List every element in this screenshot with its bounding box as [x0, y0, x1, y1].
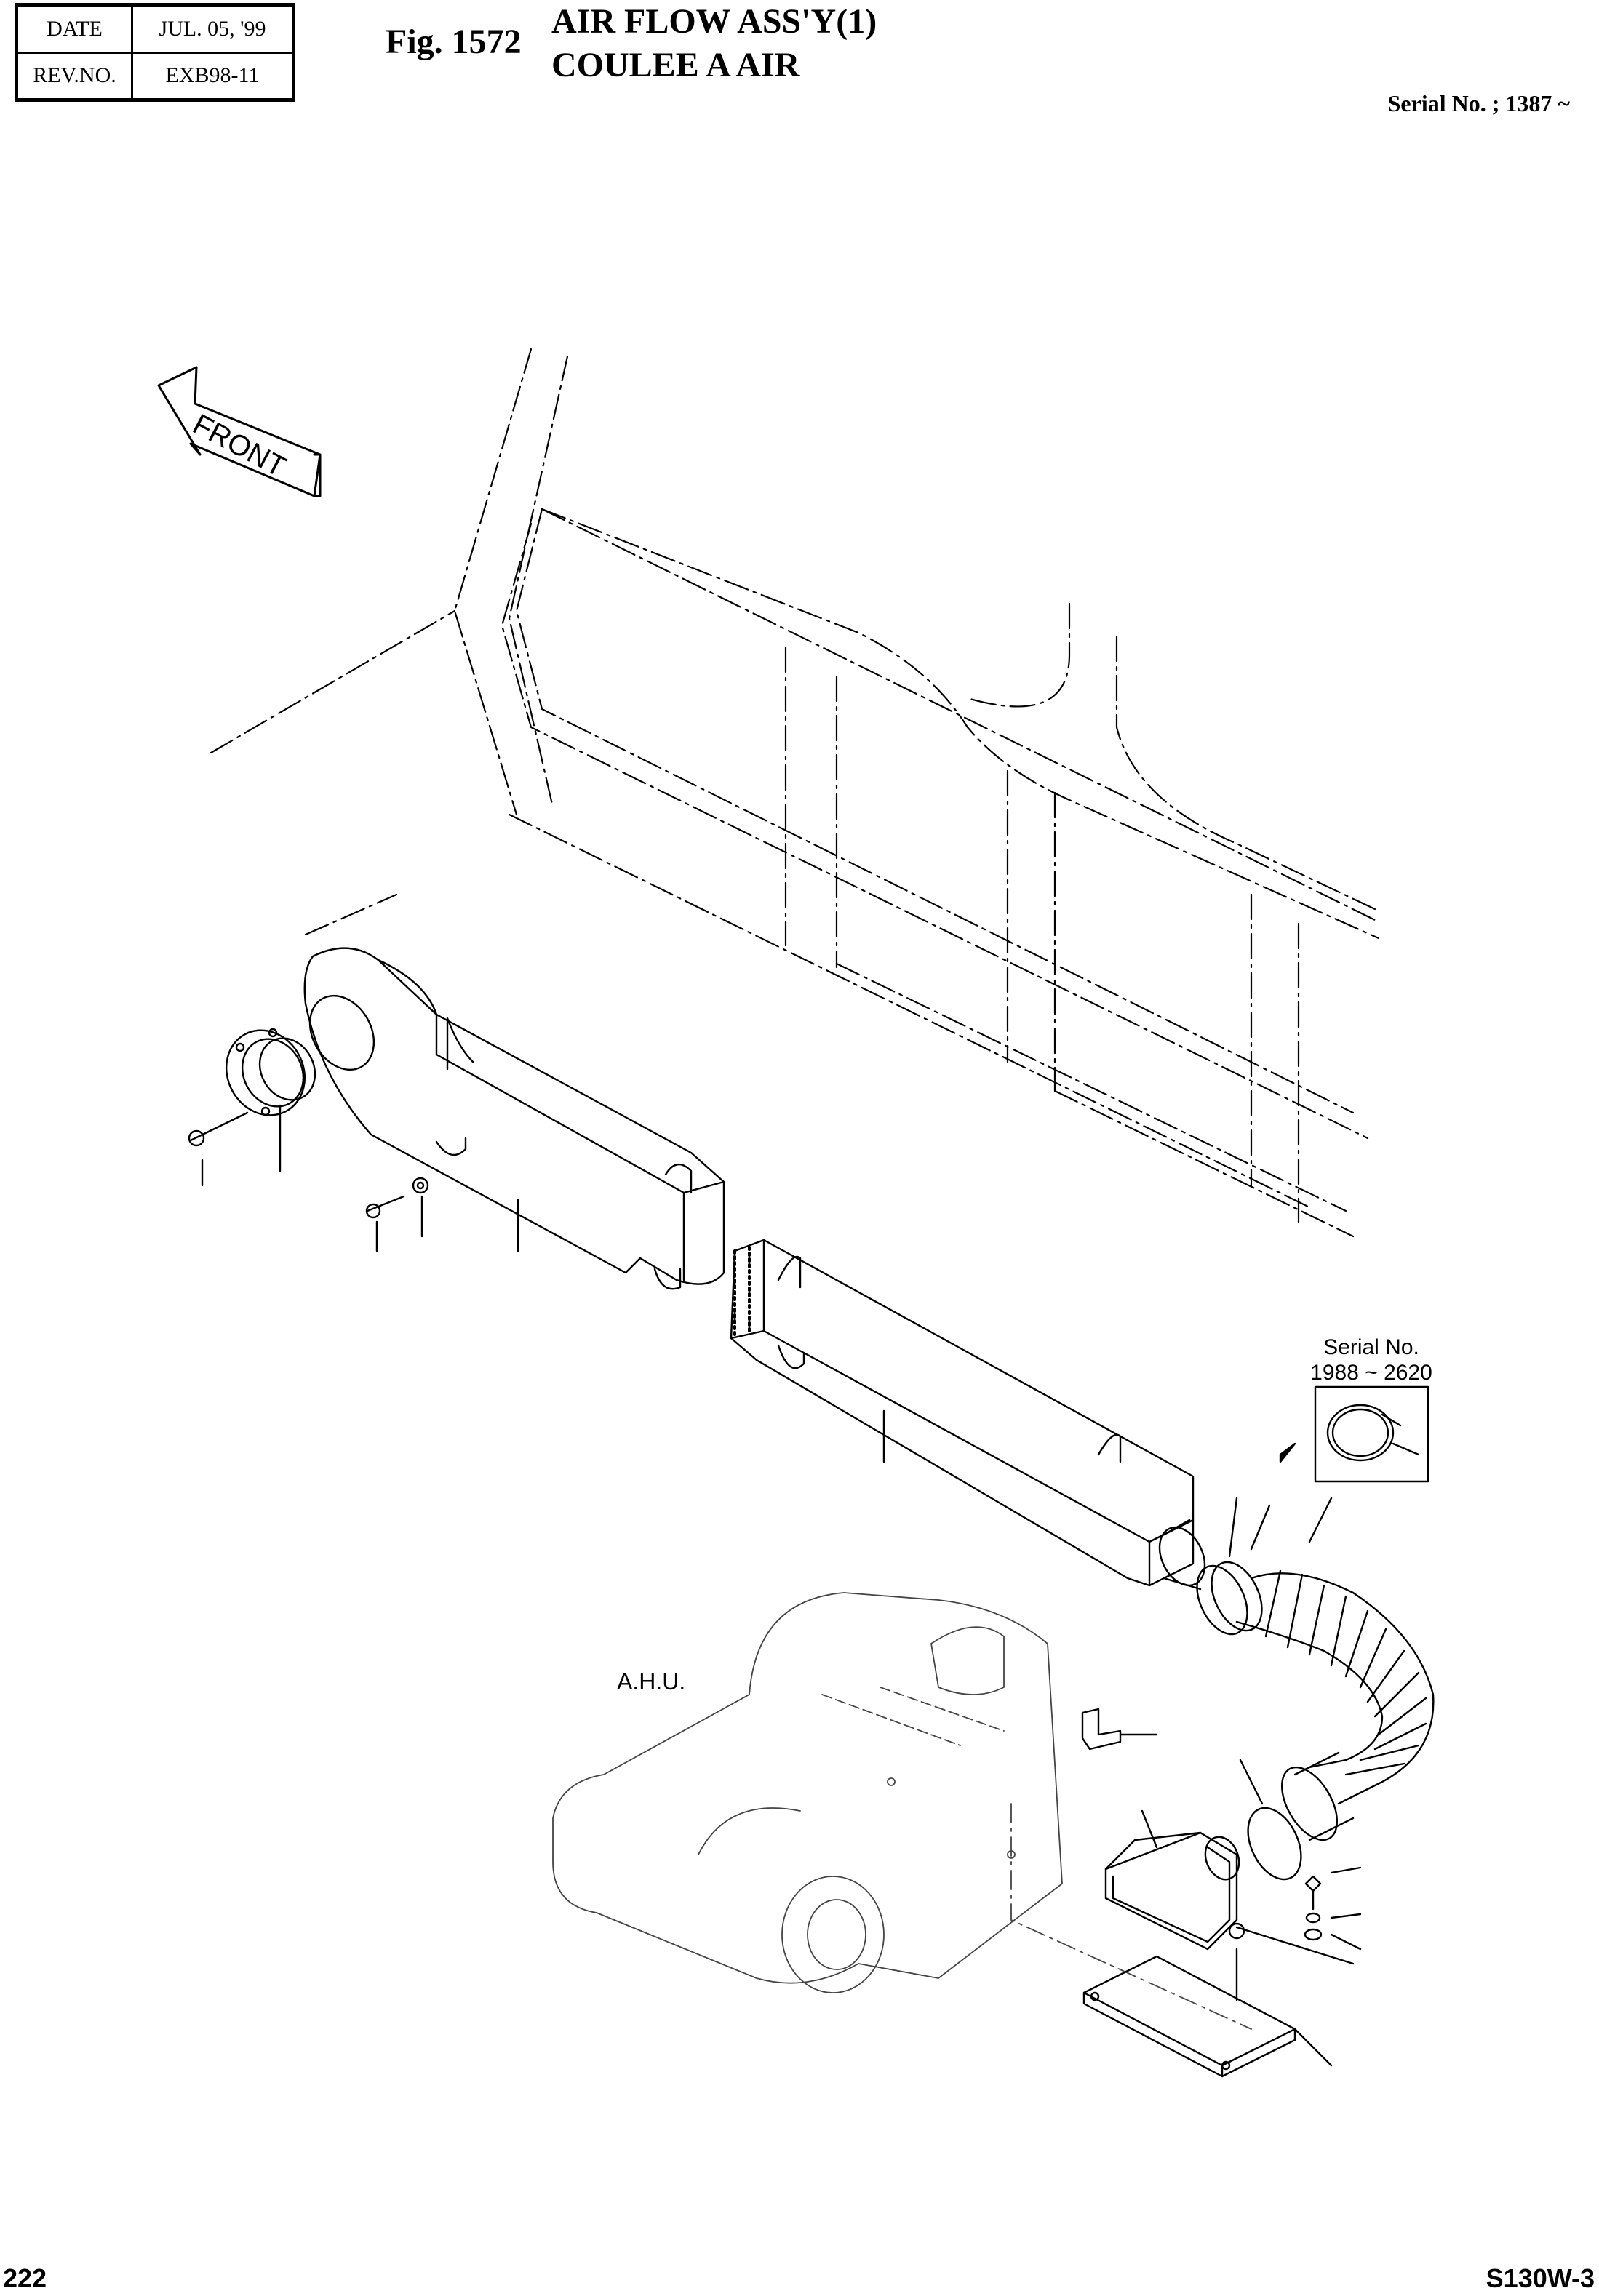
- front-air-duct: [303, 947, 725, 1290]
- inset-serial-range: 1988 ~ 2620: [1310, 1361, 1432, 1385]
- date-label: DATE: [15, 4, 133, 54]
- flexible-hose: [1235, 1497, 1435, 1841]
- model-code: S130W-3: [1486, 2263, 1595, 2293]
- outlet-hose-clamp: [1239, 1759, 1302, 1881]
- revision-value: EXB98-11: [131, 51, 295, 101]
- duct-collar: [1158, 1519, 1206, 1591]
- figure-title-french: COULEE A AIR: [551, 46, 800, 84]
- figure-title-english: AIR FLOW ASS'Y(1): [551, 2, 877, 41]
- cab-outline: [210, 348, 1380, 1238]
- mounting-bracket-plate: [1082, 1948, 1333, 2078]
- screw-left: [188, 1104, 282, 1187]
- small-bracket: [1081, 1708, 1158, 1751]
- serial-range: Serial No. ; 1387 ~: [1387, 90, 1570, 116]
- date-value: JUL. 05, '99: [131, 4, 295, 54]
- rear-air-duct: [730, 1239, 1195, 1587]
- revision-table: DATE JUL. 05, '99 REV.NO. EXB98-11: [15, 3, 295, 102]
- page-number: 222: [3, 2263, 47, 2293]
- revision-label: REV.NO.: [15, 51, 133, 101]
- diffuser-ring: [225, 1028, 316, 1116]
- front-arrow: FRONT: [157, 366, 322, 497]
- inset-clamp-detail: Serial No. 1988 ~ 2620: [1279, 1335, 1432, 1483]
- hose-clamp-pair: [1196, 1497, 1271, 1636]
- inset-serial-label: Serial No.: [1323, 1335, 1419, 1359]
- ahu-label: A.H.U.: [617, 1668, 685, 1695]
- figure-number: Fig. 1572: [386, 23, 522, 61]
- outlet-duct: [1104, 1809, 1245, 1951]
- screw-and-washer: [365, 1177, 519, 1252]
- air-handling-unit: [552, 1592, 1252, 2030]
- bolt-and-washers: [1235, 1866, 1362, 1965]
